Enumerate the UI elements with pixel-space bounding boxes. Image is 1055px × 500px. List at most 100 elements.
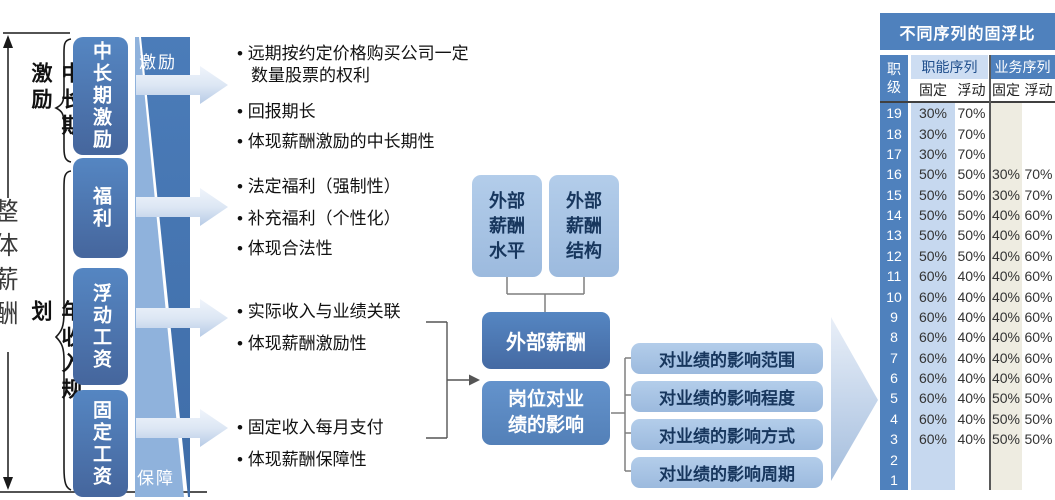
bullet-item: 回报期长 xyxy=(237,101,475,123)
ratio-cell xyxy=(911,449,955,470)
ratio-cell: 60% xyxy=(911,347,955,368)
ratio-cell xyxy=(990,103,1022,124)
ratio-cell: 70% xyxy=(955,103,988,124)
ratio-cell xyxy=(1022,449,1055,470)
level-cell: 6 xyxy=(880,367,908,389)
arrow-mid-long-term xyxy=(136,66,228,104)
ratio-cell: 40% xyxy=(955,266,988,287)
ratio-cell: 40% xyxy=(955,429,988,450)
guarantee-triangle xyxy=(135,37,184,497)
ratio-cell: 40% xyxy=(955,327,988,348)
bullet-item: 固定收入每月支付 xyxy=(237,417,475,439)
level-cell: 12 xyxy=(880,245,908,266)
ratio-cell: 50% xyxy=(955,225,988,246)
level-cell: 5 xyxy=(880,388,908,409)
bullet-item: 体现薪酬激励性 xyxy=(237,333,475,355)
ratio-cell xyxy=(1022,469,1055,491)
ratio-cell: 40% xyxy=(955,306,988,328)
ratio-cell: 40% xyxy=(990,286,1022,307)
box-label: 外部薪酬水平 xyxy=(489,190,525,261)
box-label: 固定工资 xyxy=(90,399,111,488)
ratio-cell: 40% xyxy=(990,367,1022,389)
category-arrows xyxy=(136,66,228,447)
box-impact-scope: 对业绩的影响范围 xyxy=(631,343,823,374)
table-title: 不同序列的固浮比 xyxy=(880,13,1055,50)
ratio-cell xyxy=(955,449,988,470)
ratio-cell: 60% xyxy=(911,266,955,287)
ratio-cell xyxy=(955,469,988,491)
box-label: 中长期激励 xyxy=(90,41,111,151)
ratio-cell: 40% xyxy=(990,225,1022,246)
ratio-cell: 60% xyxy=(1022,225,1055,246)
ratio-cell: 40% xyxy=(955,367,988,389)
ratio-cell: 70% xyxy=(955,123,988,144)
level-cell: 4 xyxy=(880,408,908,429)
ratio-cell: 60% xyxy=(911,327,955,348)
box-label: 对业绩的影响范围 xyxy=(659,351,795,370)
ratio-cell: 50% xyxy=(990,429,1022,450)
ratio-cell: 60% xyxy=(1022,266,1055,287)
box-label: 岗位对业绩的影响 xyxy=(507,389,584,436)
bullet-item: 补充福利（个性化） xyxy=(237,208,475,230)
bullet-item: 体现薪酬保障性 xyxy=(237,449,475,471)
ratio-cell: 50% xyxy=(990,408,1022,429)
ratio-cell: 30% xyxy=(911,103,955,124)
box-external-pay-level: 外部薪酬水平 xyxy=(472,175,542,277)
ratio-cell: 40% xyxy=(990,266,1022,287)
ratio-cell xyxy=(990,123,1022,144)
table-header-level: 职级 xyxy=(880,55,908,101)
ratio-cell: 40% xyxy=(955,408,988,429)
ratio-cell: 50% xyxy=(990,388,1022,409)
ratio-cell: 50% xyxy=(911,204,955,226)
ratio-cell xyxy=(911,469,955,491)
ratio-cell: 50% xyxy=(911,245,955,266)
table-row: 1 xyxy=(880,469,1055,491)
ratio-cell: 40% xyxy=(990,347,1022,368)
ratio-cell: 50% xyxy=(955,184,988,205)
ratio-cell: 60% xyxy=(1022,367,1055,389)
ratio-cell: 50% xyxy=(911,225,955,246)
bullet-item: 实际收入与业绩关联 xyxy=(237,301,475,323)
ratio-cell: 60% xyxy=(911,408,955,429)
box-label: 福利 xyxy=(90,186,111,230)
box-label: 对业绩的影响方式 xyxy=(659,427,795,446)
arrow-welfare xyxy=(136,188,228,226)
ratio-cell xyxy=(1022,143,1055,165)
bullet-item: 体现薪酬激励的中长期性 xyxy=(237,131,475,153)
ratio-cell: 60% xyxy=(1022,306,1055,328)
rail-down-arrowhead xyxy=(3,477,13,490)
table-header-functional-series: 职能序列 xyxy=(911,55,988,79)
bullet-item: 法定福利（强制性） xyxy=(237,176,475,198)
table-header-divider xyxy=(880,101,1055,103)
ratio-cell: 40% xyxy=(955,388,988,409)
ratio-cell: 40% xyxy=(990,306,1022,328)
level-cell: 9 xyxy=(880,306,908,328)
box-variable-pay: 浮动工资 xyxy=(73,268,128,385)
ratio-cell: 40% xyxy=(990,327,1022,348)
impact-factors-connector xyxy=(611,357,632,472)
ratio-cell: 60% xyxy=(1022,245,1055,266)
level-cell: 15 xyxy=(880,184,908,205)
ratio-cell: 50% xyxy=(955,204,988,226)
center-arrowhead xyxy=(469,374,480,386)
ratio-cell: 30% xyxy=(911,143,955,165)
level-cell: 16 xyxy=(880,164,908,185)
ratio-cell: 50% xyxy=(1022,408,1055,429)
ratio-cell xyxy=(990,449,1022,470)
box-mid-long-term-incentive: 中长期激励 xyxy=(73,37,128,155)
level-cell: 11 xyxy=(880,266,908,287)
ratio-cell: 70% xyxy=(955,143,988,165)
level-cell: 2 xyxy=(880,449,908,470)
level-cell: 1 xyxy=(880,469,908,491)
ratio-cell: 60% xyxy=(1022,286,1055,307)
level-cell: 7 xyxy=(880,347,908,368)
